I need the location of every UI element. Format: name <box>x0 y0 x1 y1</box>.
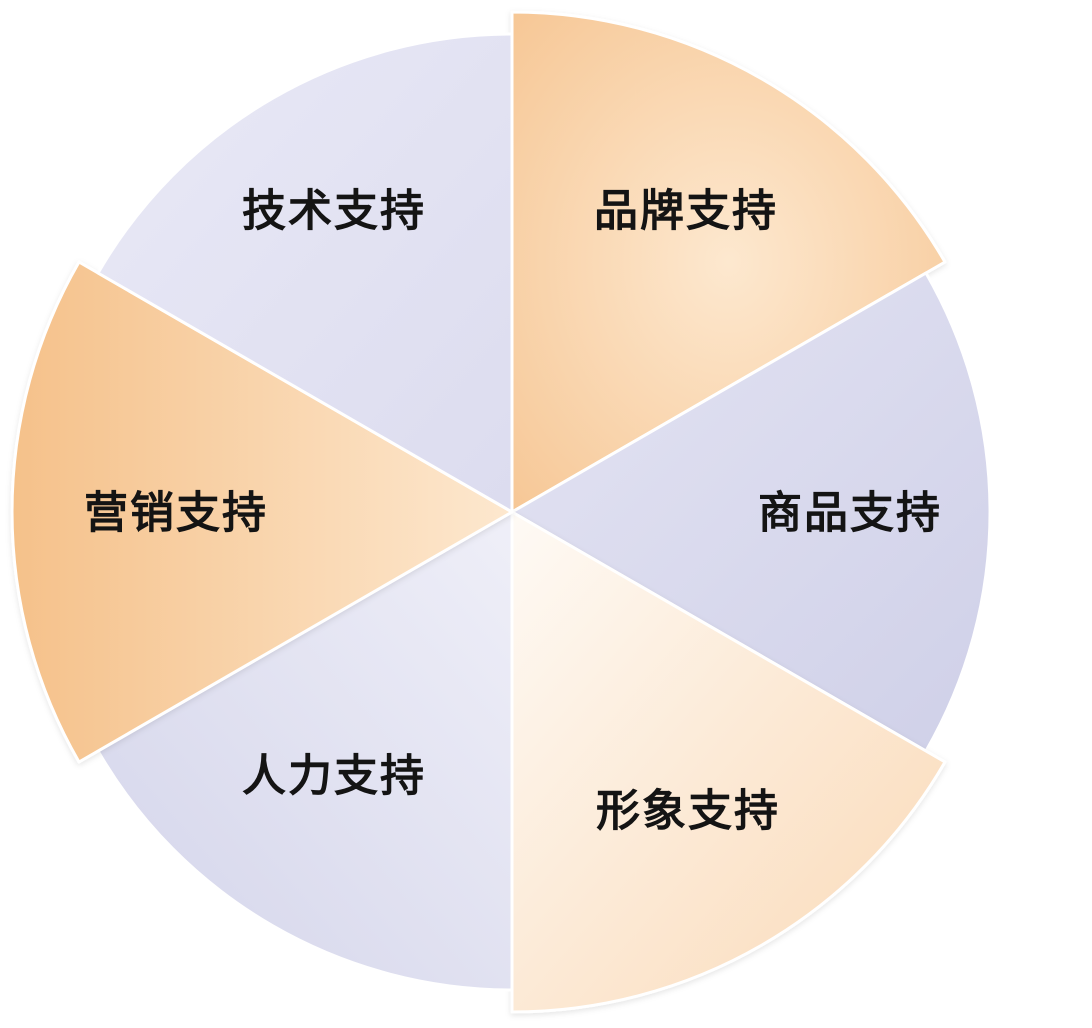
segment-label-product: 商品支持 <box>758 488 942 539</box>
segment-hr <box>96 510 514 992</box>
segment-image <box>510 510 947 1014</box>
segment-marketing <box>10 260 514 764</box>
segment-label-image: 形象支持 <box>596 786 780 837</box>
segment-brand <box>510 10 947 514</box>
segment-label-marketing: 营销支持 <box>84 488 268 539</box>
segment-label-tech: 技术支持 <box>242 186 426 237</box>
segment-label-hr: 人力支持 <box>242 751 426 802</box>
segment-product <box>510 271 992 753</box>
segment-tech <box>96 32 514 514</box>
segment-label-brand: 品牌支持 <box>594 186 778 237</box>
